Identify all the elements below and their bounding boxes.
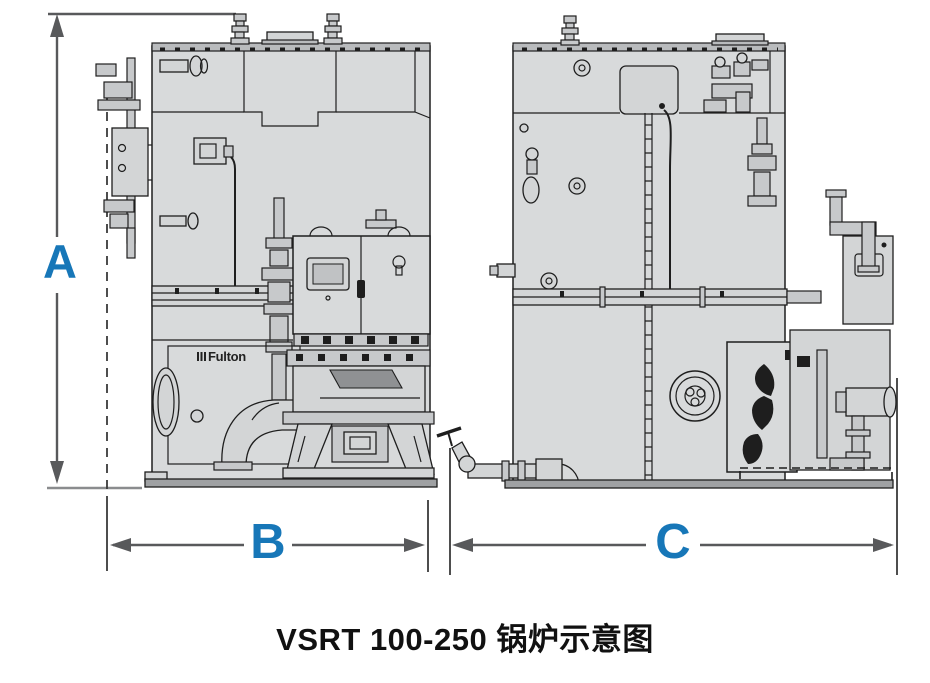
burner-cabinet <box>726 341 798 473</box>
front-view-base <box>144 478 438 488</box>
fulton-logo: Fulton <box>197 349 246 364</box>
side-flange-oval <box>152 367 180 437</box>
cabinet-handle <box>357 280 365 298</box>
regulator-pipe <box>747 117 777 207</box>
keyhole-icon <box>392 255 406 276</box>
dimension-label-a: A <box>43 235 77 288</box>
recessed-panel <box>619 65 679 115</box>
sensor-box <box>193 137 236 292</box>
flange-nozzle <box>159 55 209 77</box>
feedwater-valve-train <box>261 197 297 401</box>
fulton-logo-text: Fulton <box>208 349 246 364</box>
safety-valve-icon <box>230 13 250 45</box>
diagram-caption: VSRT 100-250 锅炉示意图 <box>276 622 654 657</box>
left-fittings <box>489 123 586 290</box>
manhole-icon <box>669 370 721 422</box>
control-panel <box>292 226 431 347</box>
hmi-screen <box>306 257 350 291</box>
fulton-flame-icon <box>742 364 775 464</box>
valve-cluster <box>703 52 769 113</box>
pipe-run <box>512 286 822 308</box>
boiler-side-view <box>436 15 897 489</box>
dimension-label-c: C <box>655 515 691 569</box>
dimension-label-b: B <box>250 515 286 569</box>
flange-nozzle <box>159 212 199 230</box>
safety-valve-icon <box>560 15 580 46</box>
pump-assembly <box>789 189 897 471</box>
dimension-lines <box>47 12 898 575</box>
water-column-assembly <box>95 57 152 259</box>
skid-base <box>739 467 893 485</box>
fulton-logo-mark-icon <box>197 352 206 361</box>
burner-assembly <box>282 349 435 479</box>
boiler-front-view <box>95 13 438 488</box>
safety-valve-icon <box>323 13 343 45</box>
side-view-base <box>504 479 894 489</box>
